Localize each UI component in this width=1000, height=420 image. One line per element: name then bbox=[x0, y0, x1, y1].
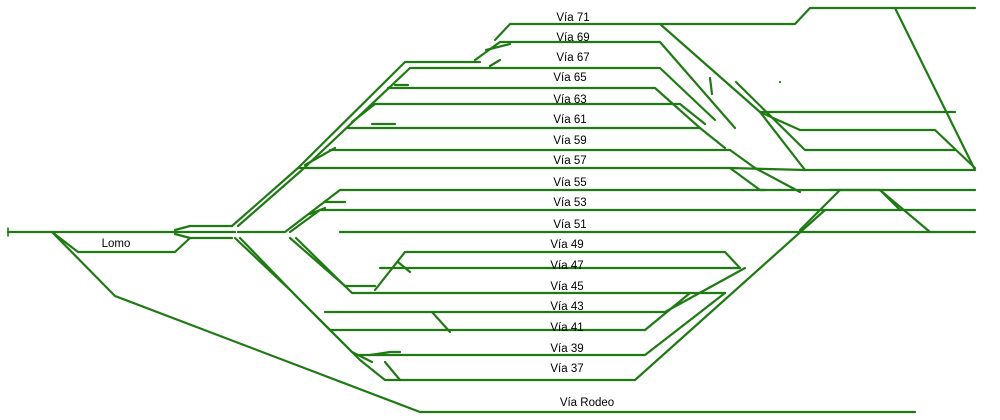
label-via-53: Vía 53 bbox=[553, 197, 586, 209]
upper-right-crossovers bbox=[658, 6, 977, 194]
label-via-69: Vía 69 bbox=[556, 32, 589, 44]
label-via-37: Vía 37 bbox=[550, 363, 583, 375]
label-via-43: Vía 43 bbox=[550, 301, 583, 313]
label-via-67: Vía 67 bbox=[556, 52, 589, 64]
label-via-39: Vía 39 bbox=[550, 343, 583, 355]
label-via-71: Vía 71 bbox=[556, 12, 589, 24]
label-via-47: Vía 47 bbox=[550, 260, 583, 272]
label-via-45: Vía 45 bbox=[550, 281, 583, 293]
label-via-57: Vía 57 bbox=[553, 155, 586, 167]
label-via-63: Vía 63 bbox=[553, 94, 586, 106]
lower-ladder bbox=[233, 208, 827, 382]
upper-ladder bbox=[230, 6, 977, 228]
label-via-49: Vía 49 bbox=[550, 239, 583, 251]
middle-ladder bbox=[236, 188, 977, 234]
label-via-59: Vía 59 bbox=[553, 135, 586, 147]
label-via-41: Vía 41 bbox=[550, 322, 583, 334]
label-via-51: Vía 51 bbox=[553, 219, 586, 231]
track-labels: Lomo Vía 71 Vía 69 Vía 67 Vía 65 Vía 63 … bbox=[102, 12, 615, 409]
label-via-55: Vía 55 bbox=[553, 177, 586, 189]
label-lomo: Lomo bbox=[102, 238, 131, 250]
label-via-61: Vía 61 bbox=[553, 114, 586, 126]
label-via-65: Vía 65 bbox=[553, 72, 586, 84]
label-via-rodeo: Vía Rodeo bbox=[560, 397, 614, 409]
lomo-track bbox=[50, 230, 192, 254]
rodeo-track bbox=[50, 230, 917, 414]
main-line bbox=[6, 224, 237, 240]
